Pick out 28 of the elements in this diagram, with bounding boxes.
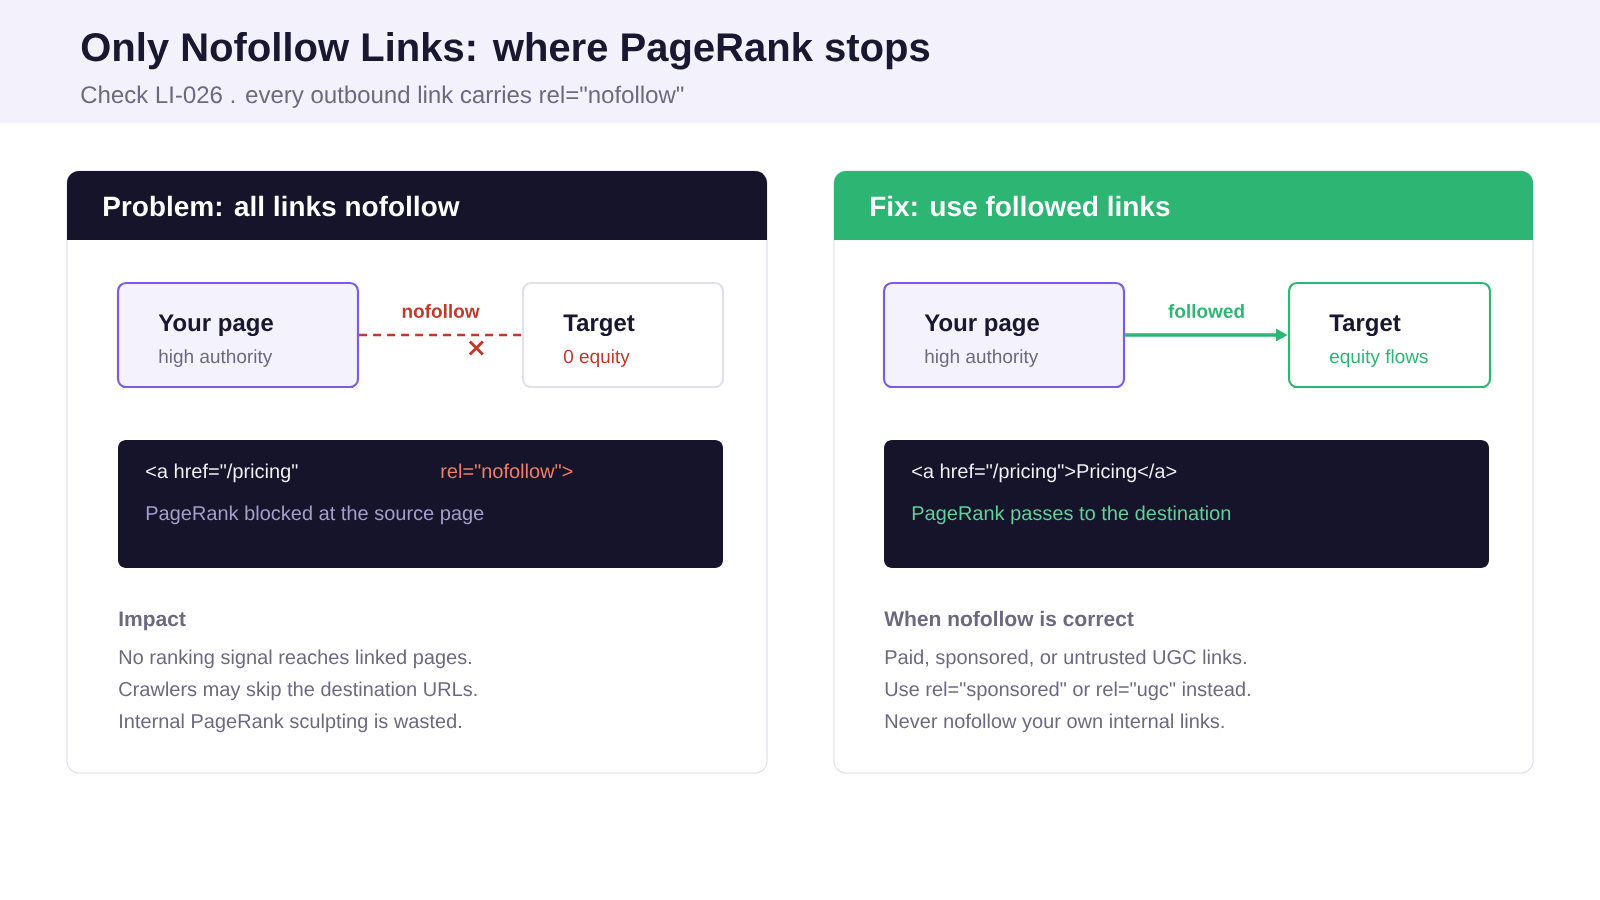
box-title: Target — [1329, 314, 1401, 337]
code-line: <a href="/pricing" — [146, 463, 298, 483]
section-heading: When nofollow is correct — [884, 610, 1134, 627]
note-text: No ranking signal reaches linked pages. — [119, 649, 471, 669]
card-heading: Fix: use followed links — [871, 195, 1170, 217]
box-subtitle: high authority — [925, 349, 1039, 367]
card-heading: Problem: all links nofollow — [104, 195, 460, 217]
connector — [359, 333, 522, 337]
section-heading: Impact — [119, 611, 186, 631]
box-subtitle: equity flows — [1330, 349, 1428, 367]
note-text: Internal PageRank sculpting is wasted. — [120, 713, 461, 733]
edge-label: followed — [1168, 304, 1244, 318]
code-comment: PageRank passes to the destination — [912, 505, 1231, 525]
code-line: <a href="/pricing">Pricing</a> — [912, 463, 1177, 483]
box-title: Your page — [158, 314, 273, 337]
box-subtitle: high authority — [159, 349, 273, 367]
box-title: Target — [563, 314, 635, 337]
note-text: Use rel="sponsored" or rel="ugc" instead. — [885, 681, 1250, 701]
edge-label: nofollow — [402, 304, 480, 318]
page-title: Only Nofollow Links: where PageRank stops — [81, 32, 930, 70]
code-attribute: rel="nofollow"> — [441, 463, 573, 479]
subtitle: Check LI-026 . every outbound link carries rel="nofollow" — [81, 85, 684, 108]
box-title: Your page — [924, 314, 1039, 337]
box-subtitle: 0 equity — [563, 349, 630, 367]
note-text: Paid, sponsored, or untrusted UGC links. — [885, 649, 1246, 669]
note-text: Never nofollow your own internal links. — [885, 713, 1224, 733]
code-comment: PageRank blocked at the source page — [146, 505, 484, 525]
note-text: Crawlers may skip the destination URLs. — [119, 681, 477, 701]
